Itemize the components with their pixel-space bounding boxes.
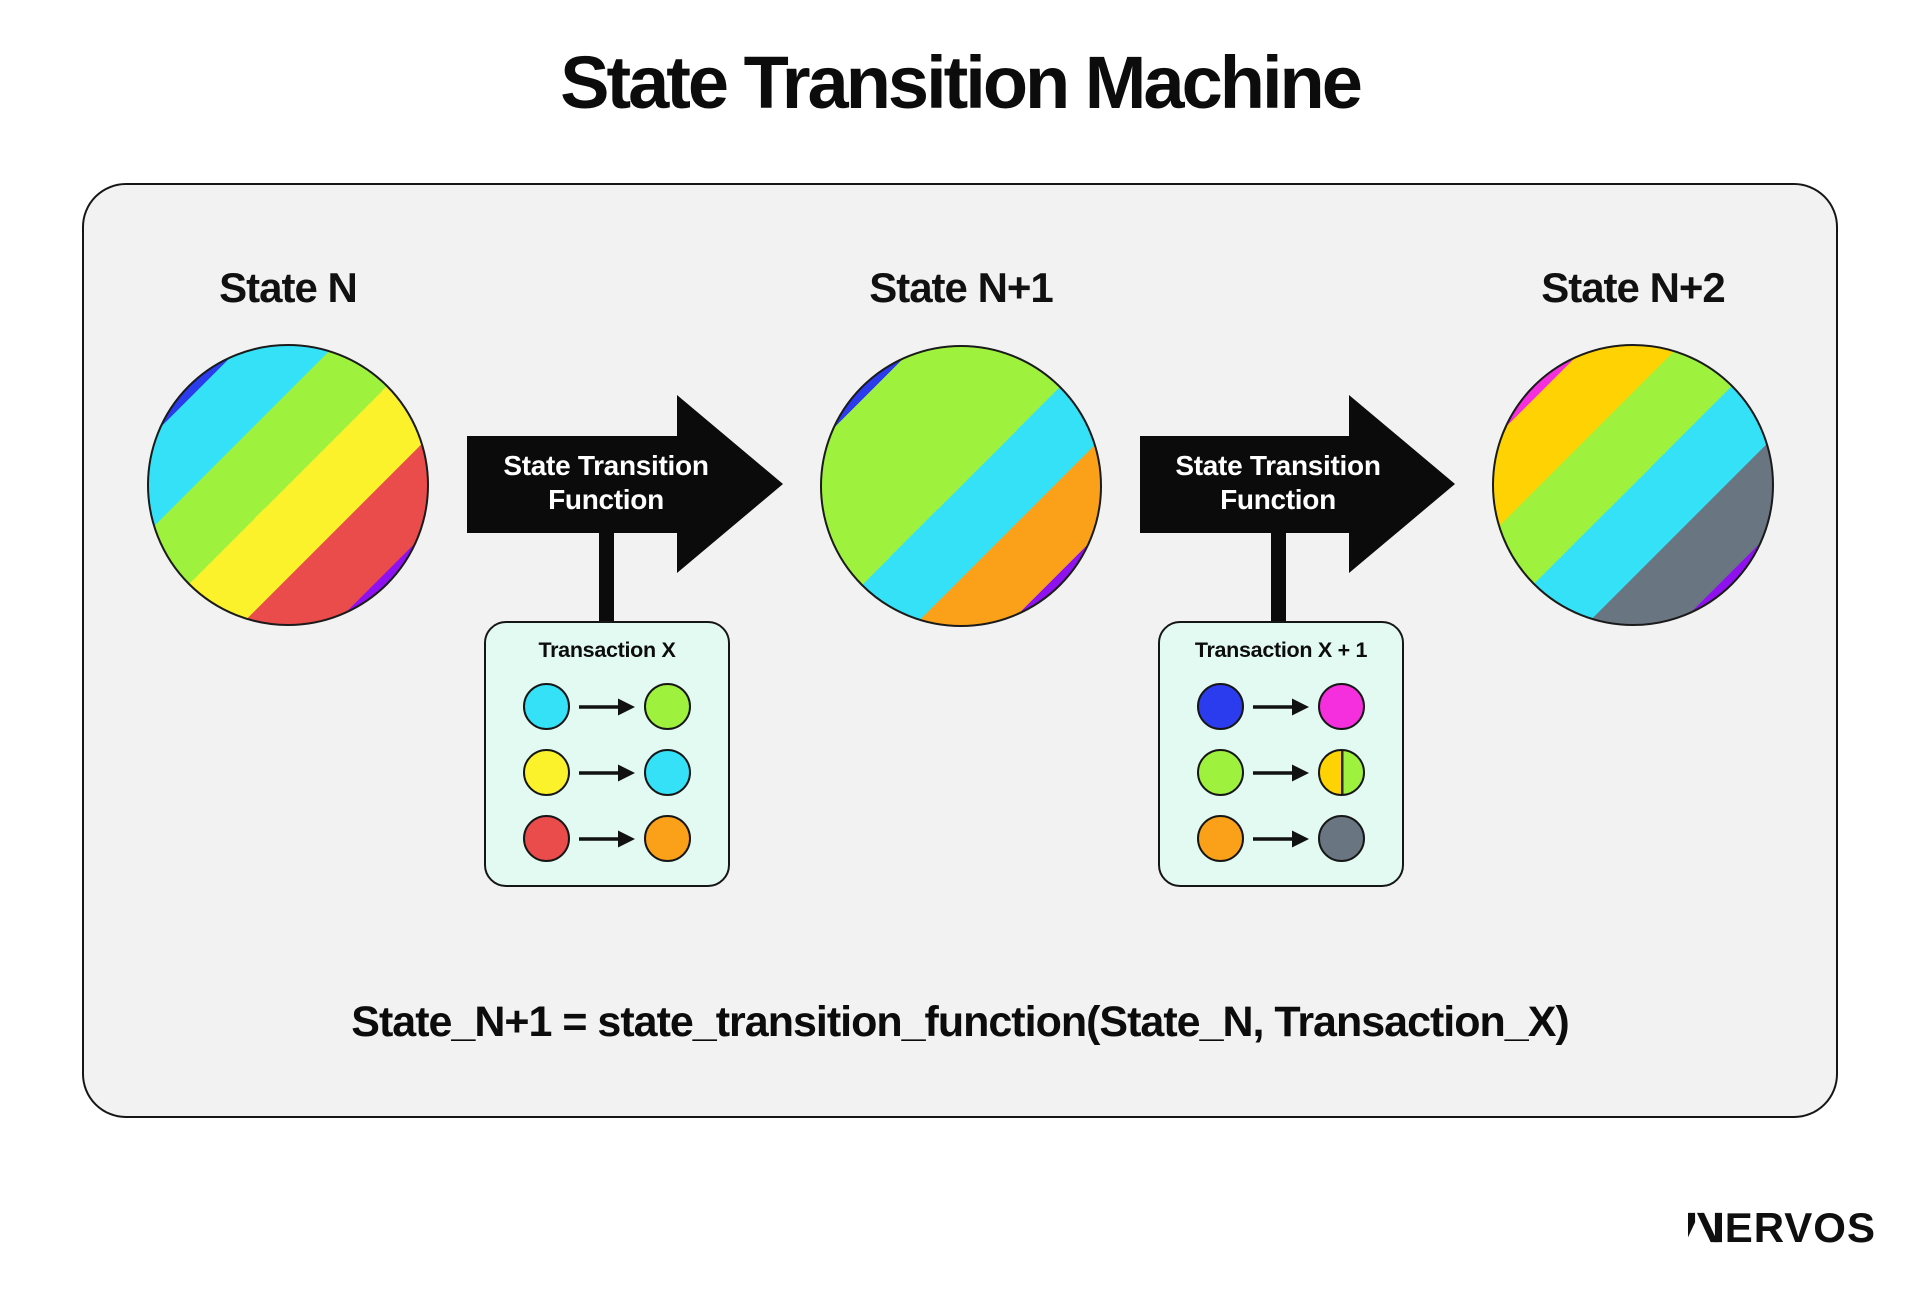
transaction-x-box: Transaction X [484, 621, 730, 887]
arrow-label-line2: Function [548, 484, 664, 515]
mapping-arrow-icon [579, 764, 635, 781]
color-dot-from [523, 683, 570, 730]
nervos-n-glyph [1687, 1212, 1722, 1243]
mapping-arrow-icon [1253, 698, 1309, 715]
arrow-label-line2: Function [1220, 484, 1336, 515]
mapping-row [1160, 683, 1402, 730]
color-dot-from [1197, 749, 1244, 796]
transition-arrow-1-head [677, 395, 783, 573]
color-dot-to [644, 683, 691, 730]
color-dot-from [1197, 683, 1244, 730]
state-n-label: State N [219, 264, 358, 311]
mapping-row [1160, 815, 1402, 862]
transition-arrow-1-body [467, 436, 677, 533]
color-dot-from [1197, 815, 1244, 862]
mapping-row [486, 749, 728, 796]
arrow-label-line1: State Transition [1175, 450, 1381, 481]
color-dot-from [523, 815, 570, 862]
transition-arrow-2-stem [1271, 531, 1286, 623]
transaction-title: Transaction X [538, 638, 676, 662]
formula-text: State_N+1 = state_transition_function(St… [351, 998, 1569, 1046]
transition-arrow-1-stem [599, 531, 614, 623]
mapping-arrow-icon [579, 830, 635, 847]
state-n1-label: State N+1 [869, 264, 1054, 311]
nervos-logo: ERVOS [1687, 1204, 1876, 1251]
state-n1-circle [820, 345, 1102, 627]
color-dot-to [644, 815, 691, 862]
color-dot-to-split [1318, 749, 1365, 796]
color-dot-from [523, 749, 570, 796]
page-title: State Transition Machine [560, 41, 1363, 124]
mapping-row [486, 815, 728, 862]
transition-arrow-2-body [1140, 436, 1350, 533]
mapping-arrow-icon [1253, 764, 1309, 781]
transaction-title: Transaction X + 1 [1194, 638, 1368, 662]
arrow-label-line1: State Transition [503, 450, 709, 481]
transition-arrow-1-label: State Transition Function [446, 449, 766, 517]
state-n2-label: State N+2 [1541, 264, 1726, 311]
mapping-arrow-icon [579, 698, 635, 715]
mapping-arrow-icon [1253, 830, 1309, 847]
diagram-panel [82, 183, 1838, 1118]
mapping-row [1160, 749, 1402, 796]
state-n2-circle [1492, 344, 1774, 626]
nervos-wordmark: ERVOS [1724, 1204, 1876, 1251]
transition-arrow-2-label: State Transition Function [1118, 449, 1438, 517]
state-n-circle [147, 344, 429, 626]
color-dot-to [1318, 815, 1365, 862]
color-dot-to [1318, 683, 1365, 730]
transition-arrow-2-head [1349, 395, 1455, 573]
transaction-x1-box: Transaction X + 1 [1158, 621, 1404, 887]
color-dot-to [644, 749, 691, 796]
mapping-row [486, 683, 728, 730]
